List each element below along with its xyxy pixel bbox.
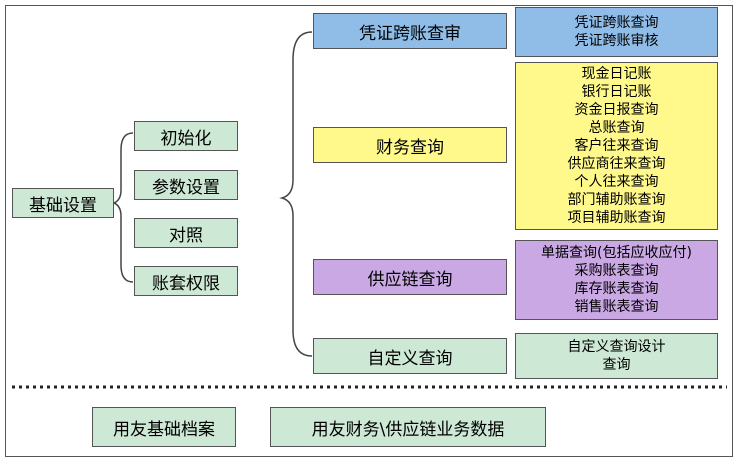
detail-line: 凭证跨账查询 [574, 15, 659, 31]
detail-line: 查询 [602, 357, 631, 373]
data-source-label: 用友基础档案 [113, 419, 215, 440]
detail-line: 部门辅助账查询 [567, 192, 666, 208]
data-source-label: 用友财务\供应链业务数据 [311, 419, 505, 440]
setup-item-permissions: 账套权限 [134, 266, 238, 296]
detail-line: 银行日记账 [581, 84, 652, 100]
detail-line: 个人往来查询 [574, 174, 659, 190]
detail-line: 库存账表查询 [574, 281, 659, 297]
detail-supply-chain: 单据查询(包括应收应付) 采购账表查询 库存账表查询 销售账表查询 [515, 240, 718, 320]
setup-item-label: 对照 [169, 225, 203, 246]
detail-voucher: 凭证跨账查询 凭证跨账审核 [515, 7, 718, 57]
data-source-business-data: 用友财务\供应链业务数据 [270, 407, 546, 447]
data-source-base-archive: 用友基础档案 [92, 407, 236, 447]
detail-finance: 现金日记账 银行日记账 资金日报查询 总账查询 客户往来查询 供应商往来查询 个… [515, 62, 718, 230]
setup-item-label: 账套权限 [152, 273, 220, 294]
category-finance: 财务查询 [313, 127, 507, 163]
category-supply-chain: 供应链查询 [313, 259, 507, 295]
setup-item-params: 参数设置 [134, 170, 238, 200]
setup-item-label: 参数设置 [152, 177, 220, 198]
detail-line: 资金日报查询 [574, 102, 659, 118]
setup-item-label: 初始化 [160, 128, 212, 149]
category-label: 凭证跨账查审 [359, 23, 461, 44]
category-custom: 自定义查询 [313, 338, 507, 374]
detail-line: 项目辅助账查询 [567, 210, 666, 226]
setup-item-mapping: 对照 [134, 218, 238, 248]
category-label: 财务查询 [376, 137, 444, 158]
category-label: 自定义查询 [367, 348, 453, 369]
detail-line: 总账查询 [588, 120, 645, 136]
category-voucher: 凭证跨账查审 [313, 13, 507, 49]
root-node: 基础设置 [12, 188, 114, 218]
detail-line: 自定义查询设计 [567, 339, 666, 355]
detail-line: 采购账表查询 [574, 263, 659, 279]
root-label: 基础设置 [29, 195, 97, 216]
detail-line: 现金日记账 [581, 66, 652, 82]
detail-line: 凭证跨账审核 [574, 33, 659, 49]
category-label: 供应链查询 [367, 269, 453, 290]
setup-item-init: 初始化 [134, 121, 238, 151]
detail-custom: 自定义查询设计 查询 [515, 333, 718, 379]
detail-line: 客户往来查询 [574, 138, 659, 154]
detail-line: 供应商往来查询 [567, 156, 666, 172]
detail-line: 销售账表查询 [574, 299, 659, 315]
detail-line: 单据查询(包括应收应付) [541, 245, 692, 261]
left-brace [112, 132, 134, 283]
right-brace [279, 31, 313, 357]
